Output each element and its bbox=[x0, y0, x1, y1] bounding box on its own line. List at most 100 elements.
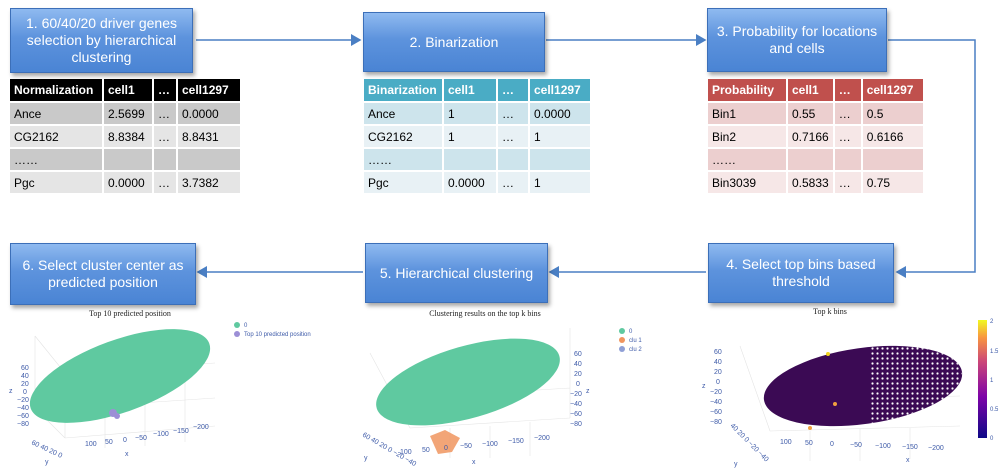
x-axis-label: x bbox=[125, 451, 129, 458]
step-4-box: 4. Select top bins based threshold bbox=[708, 243, 894, 303]
x-tick: 0 bbox=[444, 445, 448, 452]
table-cell: 1 bbox=[530, 172, 590, 193]
z-tick: −40 bbox=[17, 405, 29, 412]
step-2-label: 2. Binarization bbox=[409, 33, 499, 50]
top-bin-point bbox=[833, 402, 837, 406]
table-cell: 3.7382 bbox=[178, 172, 240, 193]
table-cell: … bbox=[154, 126, 176, 147]
normalization-table: Normalization cell1 … cell1297 Ance 2.56… bbox=[8, 77, 242, 195]
table-cell: CG2162 bbox=[10, 126, 102, 147]
z-tick: −40 bbox=[710, 399, 722, 406]
x-axis-label: x bbox=[472, 459, 476, 466]
header-cell: cell1297 bbox=[530, 79, 590, 101]
legend-label: 0 bbox=[244, 323, 248, 329]
z-tick: 60 bbox=[714, 349, 722, 356]
z-tick: −20 bbox=[570, 391, 582, 398]
table-cell: 0.0000 bbox=[178, 103, 240, 124]
z-tick: 40 bbox=[21, 373, 29, 380]
z-tick: 20 bbox=[714, 369, 722, 376]
colorbar-tick: 2 bbox=[990, 319, 994, 325]
x-tick: 50 bbox=[805, 440, 813, 447]
header-cell: cell1297 bbox=[862, 79, 923, 101]
step-2-box: 2. Binarization bbox=[363, 12, 545, 72]
y-ticks: 60 40 20 0 bbox=[30, 439, 63, 459]
table-cell: Pgc bbox=[10, 172, 102, 193]
table-cell: Bin3039 bbox=[708, 172, 786, 193]
table-cell: 1 bbox=[444, 103, 496, 124]
table-cell: 0.7166 bbox=[788, 126, 833, 147]
table-cell: 1 bbox=[530, 126, 590, 147]
x-tick: −100 bbox=[153, 431, 169, 438]
y-ticks: 40 20 0 −20 −40 bbox=[729, 422, 770, 463]
table-header-row: Probability cell1 … cell1297 bbox=[708, 79, 923, 101]
x-tick: 50 bbox=[422, 447, 430, 454]
high-probability-bins bbox=[870, 341, 968, 436]
x-tick: 100 bbox=[780, 439, 792, 446]
table-cell: 2.5699 bbox=[104, 103, 152, 124]
table-cell: 0.6166 bbox=[862, 126, 923, 147]
colorbar-tick: 0 bbox=[990, 436, 994, 442]
table-row: Ance 1 … 0.0000 bbox=[364, 103, 590, 124]
step-1-label: 1. 60/40/20 driver genes selection by hi… bbox=[26, 15, 177, 65]
x-tick: 100 bbox=[400, 449, 412, 456]
colorbar bbox=[978, 320, 987, 438]
z-tick: 0 bbox=[716, 379, 720, 386]
table-header-row: Binarization cell1 … cell1297 bbox=[364, 79, 590, 101]
step-3-box: 3. Probability for locations and cells bbox=[707, 8, 887, 72]
table-cell: Bin1 bbox=[708, 103, 786, 124]
header-cell: Normalization bbox=[10, 79, 102, 101]
table-cell: 0.0000 bbox=[104, 172, 152, 193]
table-cell: … bbox=[834, 172, 861, 193]
predicted-position-plot: z 60 40 20 0 −20 −40 −60 −80 60 40 20 0 … bbox=[9, 322, 311, 466]
x-tick: −50 bbox=[850, 442, 862, 449]
header-cell: Binarization bbox=[364, 79, 442, 101]
z-tick: 60 bbox=[21, 365, 29, 372]
table-cell: 0.5833 bbox=[788, 172, 833, 193]
z-tick: −60 bbox=[570, 411, 582, 418]
z-tick: 60 bbox=[574, 351, 582, 358]
top-k-bins-plot: 2 1.5 1 0.5 0 z 60 40 20 0 −20 −40 −60 −… bbox=[702, 319, 999, 468]
step-3-label: 3. Probability for locations and cells bbox=[716, 23, 878, 56]
table-cell: Ance bbox=[10, 103, 102, 124]
table-row: CG2162 8.8384 … 8.8431 bbox=[10, 126, 240, 147]
legend-marker bbox=[234, 331, 240, 337]
table-cell: …… bbox=[364, 149, 442, 170]
z-tick: 20 bbox=[21, 381, 29, 388]
table-cell: CG2162 bbox=[364, 126, 442, 147]
z-tick: −80 bbox=[710, 419, 722, 426]
table-header-row: Normalization cell1 … cell1297 bbox=[10, 79, 240, 101]
table-row: Bin2 0.7166 … 0.6166 bbox=[708, 126, 923, 147]
header-cell: … bbox=[154, 79, 176, 101]
table-cell: … bbox=[154, 172, 176, 193]
legend-label: clu 2 bbox=[629, 347, 642, 353]
table-cell: Bin2 bbox=[708, 126, 786, 147]
step-4-label: 4. Select top bins based threshold bbox=[726, 256, 876, 289]
header-cell: … bbox=[498, 79, 528, 101]
embryo-shape bbox=[29, 329, 211, 423]
z-tick: −20 bbox=[17, 397, 29, 404]
table-cell: … bbox=[498, 126, 528, 147]
x-tick: −150 bbox=[508, 438, 524, 445]
x-tick: −200 bbox=[534, 435, 550, 442]
x-tick: 50 bbox=[105, 439, 113, 446]
table-row: Ance 2.5699 … 0.0000 bbox=[10, 103, 240, 124]
x-tick: −50 bbox=[135, 435, 147, 442]
z-tick: −20 bbox=[710, 389, 722, 396]
topk-plot-title: Top k bins bbox=[813, 307, 847, 316]
table-cell: 0.55 bbox=[788, 103, 833, 124]
table-cell: … bbox=[498, 103, 528, 124]
table-cell: … bbox=[834, 103, 861, 124]
table-cell bbox=[530, 149, 590, 170]
z-tick: −80 bbox=[17, 421, 29, 428]
table-cell bbox=[834, 149, 861, 170]
table-cell bbox=[444, 149, 496, 170]
table-cell: … bbox=[154, 103, 176, 124]
table-cell bbox=[154, 149, 176, 170]
y-axis-label: y bbox=[364, 455, 368, 462]
colorbar-tick: 1 bbox=[990, 378, 994, 384]
legend-label: Top 10 predicted position bbox=[244, 332, 311, 338]
table-row: CG2162 1 … 1 bbox=[364, 126, 590, 147]
z-tick: −80 bbox=[570, 421, 582, 428]
z-tick: 0 bbox=[23, 389, 27, 396]
